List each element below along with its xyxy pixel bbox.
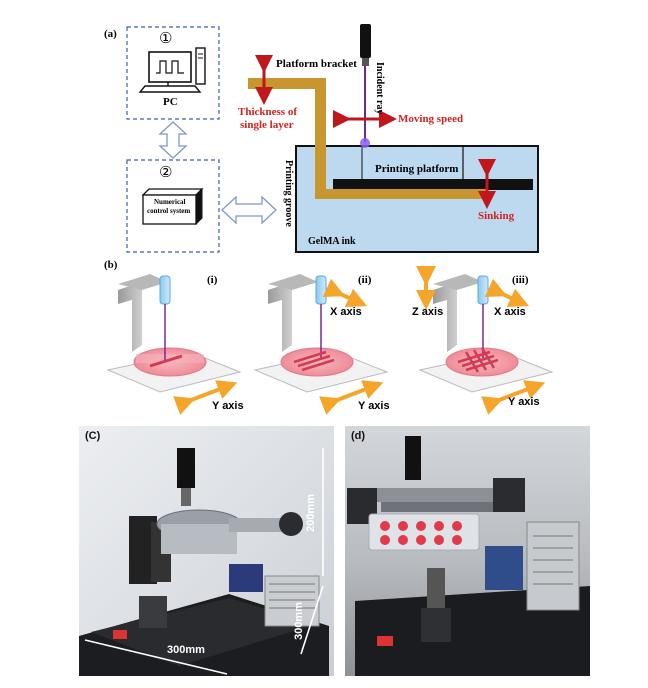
sub-i-label: (i) xyxy=(207,274,218,286)
y-axis-arrow-i xyxy=(173,380,238,415)
x-axis-label-ii: X axis xyxy=(330,306,362,318)
pc-box xyxy=(126,26,220,120)
printer-sketch-ii xyxy=(253,274,389,393)
panel-a-tag: (a) xyxy=(104,28,117,40)
y-axis-arrow-iii xyxy=(481,380,546,415)
printer-sketch-iii xyxy=(418,274,554,393)
dim-height-label: 200mm xyxy=(305,494,317,532)
focus-point xyxy=(360,138,370,148)
horizontal-double-arrow xyxy=(221,195,277,225)
printing-platform-bar xyxy=(333,179,533,190)
photo-c: (C) 200mm 300mm 300mm xyxy=(79,426,334,676)
dim-width-label: 300mm xyxy=(167,644,205,656)
y-axis-label-i: Y axis xyxy=(212,400,244,412)
printing-platform-label: Printing platform xyxy=(375,163,459,175)
y-axis-arrow-ii xyxy=(319,380,384,415)
z-axis-label-iii: Z axis xyxy=(412,306,444,318)
pc-icon xyxy=(138,47,206,93)
sub-ii-label: (ii) xyxy=(358,274,372,286)
pc-label: PC xyxy=(163,96,178,108)
laser-head xyxy=(360,24,371,58)
step2-badge: ② xyxy=(159,165,173,181)
dim-depth-label: 300mm xyxy=(293,602,305,640)
panel-b-tag: (b) xyxy=(104,259,118,271)
ncs-box xyxy=(126,159,220,253)
moving-speed-label: Moving speed xyxy=(398,113,464,125)
photo-d: (d) xyxy=(345,426,590,676)
x-axis-arrow-iii xyxy=(484,278,530,307)
platform-bracket-label: Platform bracket xyxy=(276,58,357,70)
photo-d-tag: (d) xyxy=(351,430,366,442)
x-axis-arrow-ii xyxy=(322,278,368,307)
y-axis-label-ii: Y axis xyxy=(358,400,390,412)
incident-ray-label: Incident ray xyxy=(374,62,385,115)
platform-bracket xyxy=(248,78,487,199)
printing-groove-label: Printing groove xyxy=(283,160,294,227)
photo-c-tag: (C) xyxy=(85,430,101,442)
printer-sketch-i xyxy=(106,274,242,393)
gelma-ink-label: GelMA ink xyxy=(308,236,356,247)
thickness-label-2: single layer xyxy=(240,119,294,131)
sub-iii-label: (iii) xyxy=(512,274,529,286)
ncs-icon xyxy=(141,187,204,226)
y-axis-label-iii: Y axis xyxy=(508,396,540,408)
thickness-label-1: Thickness of xyxy=(238,106,297,118)
x-axis-label-iii: X axis xyxy=(494,306,526,318)
vertical-double-arrow xyxy=(158,121,188,159)
step1-badge: ① xyxy=(159,31,173,47)
sinking-label: Sinking xyxy=(478,210,515,222)
ncs-label-2: control system xyxy=(147,207,191,215)
ncs-label-1: Numerical xyxy=(154,198,186,206)
